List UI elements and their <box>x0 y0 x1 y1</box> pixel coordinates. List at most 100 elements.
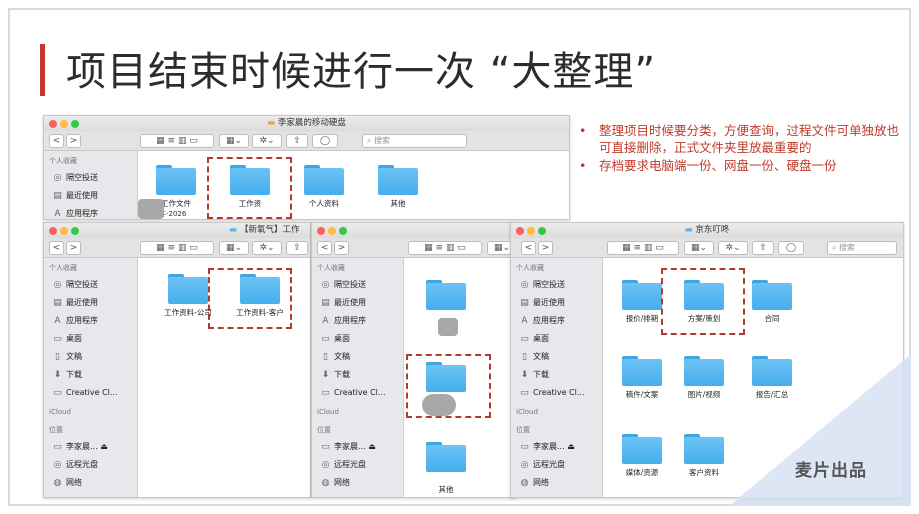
network-icon: ◍ <box>53 478 62 488</box>
sidebar-item-downloads[interactable]: ⬇下载 <box>44 366 137 384</box>
sidebar-item-documents[interactable]: ▯文稿 <box>312 348 403 366</box>
sidebar-item-documents[interactable]: ▯文稿 <box>44 348 137 366</box>
folder-item[interactable]: 媒体/资源 <box>617 434 667 478</box>
minimize-button[interactable] <box>60 227 68 235</box>
sidebar-item-label: 网络 <box>66 478 82 487</box>
back-button[interactable]: < <box>521 241 536 255</box>
action-button[interactable]: ✲⌄ <box>252 241 282 255</box>
sidebar-item-remote-disc[interactable]: ◎远程光盘 <box>511 456 602 474</box>
sidebar-item-label: 文稿 <box>66 352 82 361</box>
share-button[interactable]: ⇧ <box>286 241 308 255</box>
sidebar-item-creative-cloud[interactable]: ▭Creative Cl... <box>312 384 403 402</box>
group-button[interactable]: ▦⌄ <box>684 241 714 255</box>
search-field[interactable]: ⌕ 搜索 <box>362 134 467 148</box>
sidebar-item-recent[interactable]: ▤最近使用 <box>312 294 403 312</box>
download-icon: ⬇ <box>321 370 330 380</box>
folder-item[interactable]: 图片/视频 <box>679 356 729 400</box>
sidebar-item-remote-disc[interactable]: ◎远程光盘 <box>44 456 137 474</box>
folder-item[interactable] <box>424 280 468 310</box>
back-button[interactable]: < <box>49 134 64 148</box>
view-switcher[interactable]: ▦ ≡ ▥ ▭ <box>140 241 214 255</box>
sidebar-item-creative-cloud[interactable]: ▭Creative Cl... <box>44 384 137 402</box>
group-button[interactable]: ▦⌄ <box>219 241 249 255</box>
zoom-button[interactable] <box>71 227 79 235</box>
sidebar-item-documents[interactable]: ▯文稿 <box>511 348 602 366</box>
folder-item[interactable]: 工作资料-公司 <box>158 274 218 318</box>
sidebar-item-desktop[interactable]: ▭桌面 <box>511 330 602 348</box>
sidebar-item-airdrop[interactable]: ◎隔空投送 <box>312 276 403 294</box>
folder-item[interactable]: 方案/策划 <box>679 280 729 324</box>
close-button[interactable] <box>317 227 325 235</box>
folder-item[interactable]: 合同 <box>747 280 797 324</box>
eject-icon[interactable]: ⏏ <box>567 442 575 451</box>
back-button[interactable]: < <box>49 241 64 255</box>
close-button[interactable] <box>49 120 57 128</box>
close-button[interactable] <box>49 227 57 235</box>
folder-item[interactable]: 客户资料 <box>679 434 729 478</box>
forward-button[interactable]: > <box>538 241 553 255</box>
zoom-button[interactable] <box>71 120 79 128</box>
sidebar-item-desktop[interactable]: ▭桌面 <box>44 330 137 348</box>
sidebar-item-remote-disc[interactable]: ◎远程光盘 <box>312 456 403 474</box>
folder-item[interactable]: 工作资 <box>228 165 272 209</box>
folder-item[interactable]: 工作文件 <box>154 165 198 209</box>
minimize-button[interactable] <box>60 120 68 128</box>
window-controls <box>49 226 82 241</box>
zoom-button[interactable] <box>538 227 546 235</box>
sidebar-item-disk[interactable]: ▭李家晨... ⏏ <box>312 438 403 456</box>
applications-icon: A <box>322 316 329 326</box>
search-field[interactable]: ⌕ 搜索 <box>827 241 897 255</box>
view-switcher[interactable]: ▦ ≡ ▥ ▭ <box>408 241 482 255</box>
sidebar-item-downloads[interactable]: ⬇下载 <box>511 366 602 384</box>
forward-button[interactable]: > <box>66 241 81 255</box>
folder-item[interactable]: 稿件/文案 <box>617 356 667 400</box>
eject-icon[interactable]: ⏏ <box>368 442 376 451</box>
forward-button[interactable]: > <box>66 134 81 148</box>
view-switcher[interactable]: ▦ ≡ ▥ ▭ <box>607 241 679 255</box>
sidebar-item-recent[interactable]: ▤最近使用 <box>44 294 137 312</box>
minimize-button[interactable] <box>527 227 535 235</box>
sidebar-item-airdrop[interactable]: ◎隔空投送 <box>44 169 137 187</box>
sidebar-item-disk[interactable]: ▭李家晨... ⏏ <box>511 438 602 456</box>
tag-button[interactable]: ◯ <box>778 241 804 255</box>
zoom-button[interactable] <box>339 227 347 235</box>
eject-icon[interactable]: ⏏ <box>100 442 108 451</box>
minimize-button[interactable] <box>328 227 336 235</box>
share-button[interactable]: ⇧ <box>286 134 308 148</box>
sidebar-item-network[interactable]: ◍网络 <box>511 474 602 492</box>
folder-item[interactable]: 个人资料 <box>302 165 346 209</box>
sidebar-item-recent[interactable]: ▤最近使用 <box>44 187 137 205</box>
sidebar-item-airdrop[interactable]: ◎隔空投送 <box>44 276 137 294</box>
sidebar-item-downloads[interactable]: ⬇下载 <box>312 366 403 384</box>
share-button[interactable]: ⇧ <box>752 241 774 255</box>
sidebar-item-network[interactable]: ◍ 网络 <box>44 474 137 492</box>
folder-item[interactable]: 其他 <box>376 165 420 209</box>
view-switcher[interactable]: ▦ ≡ ▥ ▭ <box>140 134 214 148</box>
desktop-icon: ▭ <box>53 334 62 344</box>
folder-item[interactable]: 工作资料-客户 <box>230 274 290 318</box>
folder-item[interactable]: 报价/排期 <box>617 280 667 324</box>
search-placeholder: 搜索 <box>839 243 856 252</box>
tag-button[interactable]: ◯ <box>312 134 338 148</box>
sidebar-item-desktop[interactable]: ▭桌面 <box>312 330 403 348</box>
folder-item[interactable]: 其他 <box>424 442 468 495</box>
group-button[interactable]: ▦⌄ <box>487 241 515 255</box>
forward-button[interactable]: > <box>334 241 349 255</box>
sidebar-item-network[interactable]: ◍网络 <box>312 474 403 492</box>
folder-label: 工作资 <box>238 199 262 208</box>
slide-frame <box>8 8 911 506</box>
action-button[interactable]: ✲⌄ <box>718 241 748 255</box>
group-button[interactable]: ▦⌄ <box>219 134 249 148</box>
sidebar-item-recent[interactable]: ▤最近使用 <box>511 294 602 312</box>
close-button[interactable] <box>516 227 524 235</box>
sidebar-item-airdrop[interactable]: ◎隔空投送 <box>511 276 602 294</box>
back-button[interactable]: < <box>317 241 332 255</box>
sidebar-item-creative-cloud[interactable]: ▭Creative Cl... <box>511 384 602 402</box>
folder-item[interactable] <box>424 362 468 392</box>
action-button[interactable]: ✲⌄ <box>252 134 282 148</box>
sidebar-item-disk[interactable]: ▭李家晨... ⏏ <box>44 438 137 456</box>
